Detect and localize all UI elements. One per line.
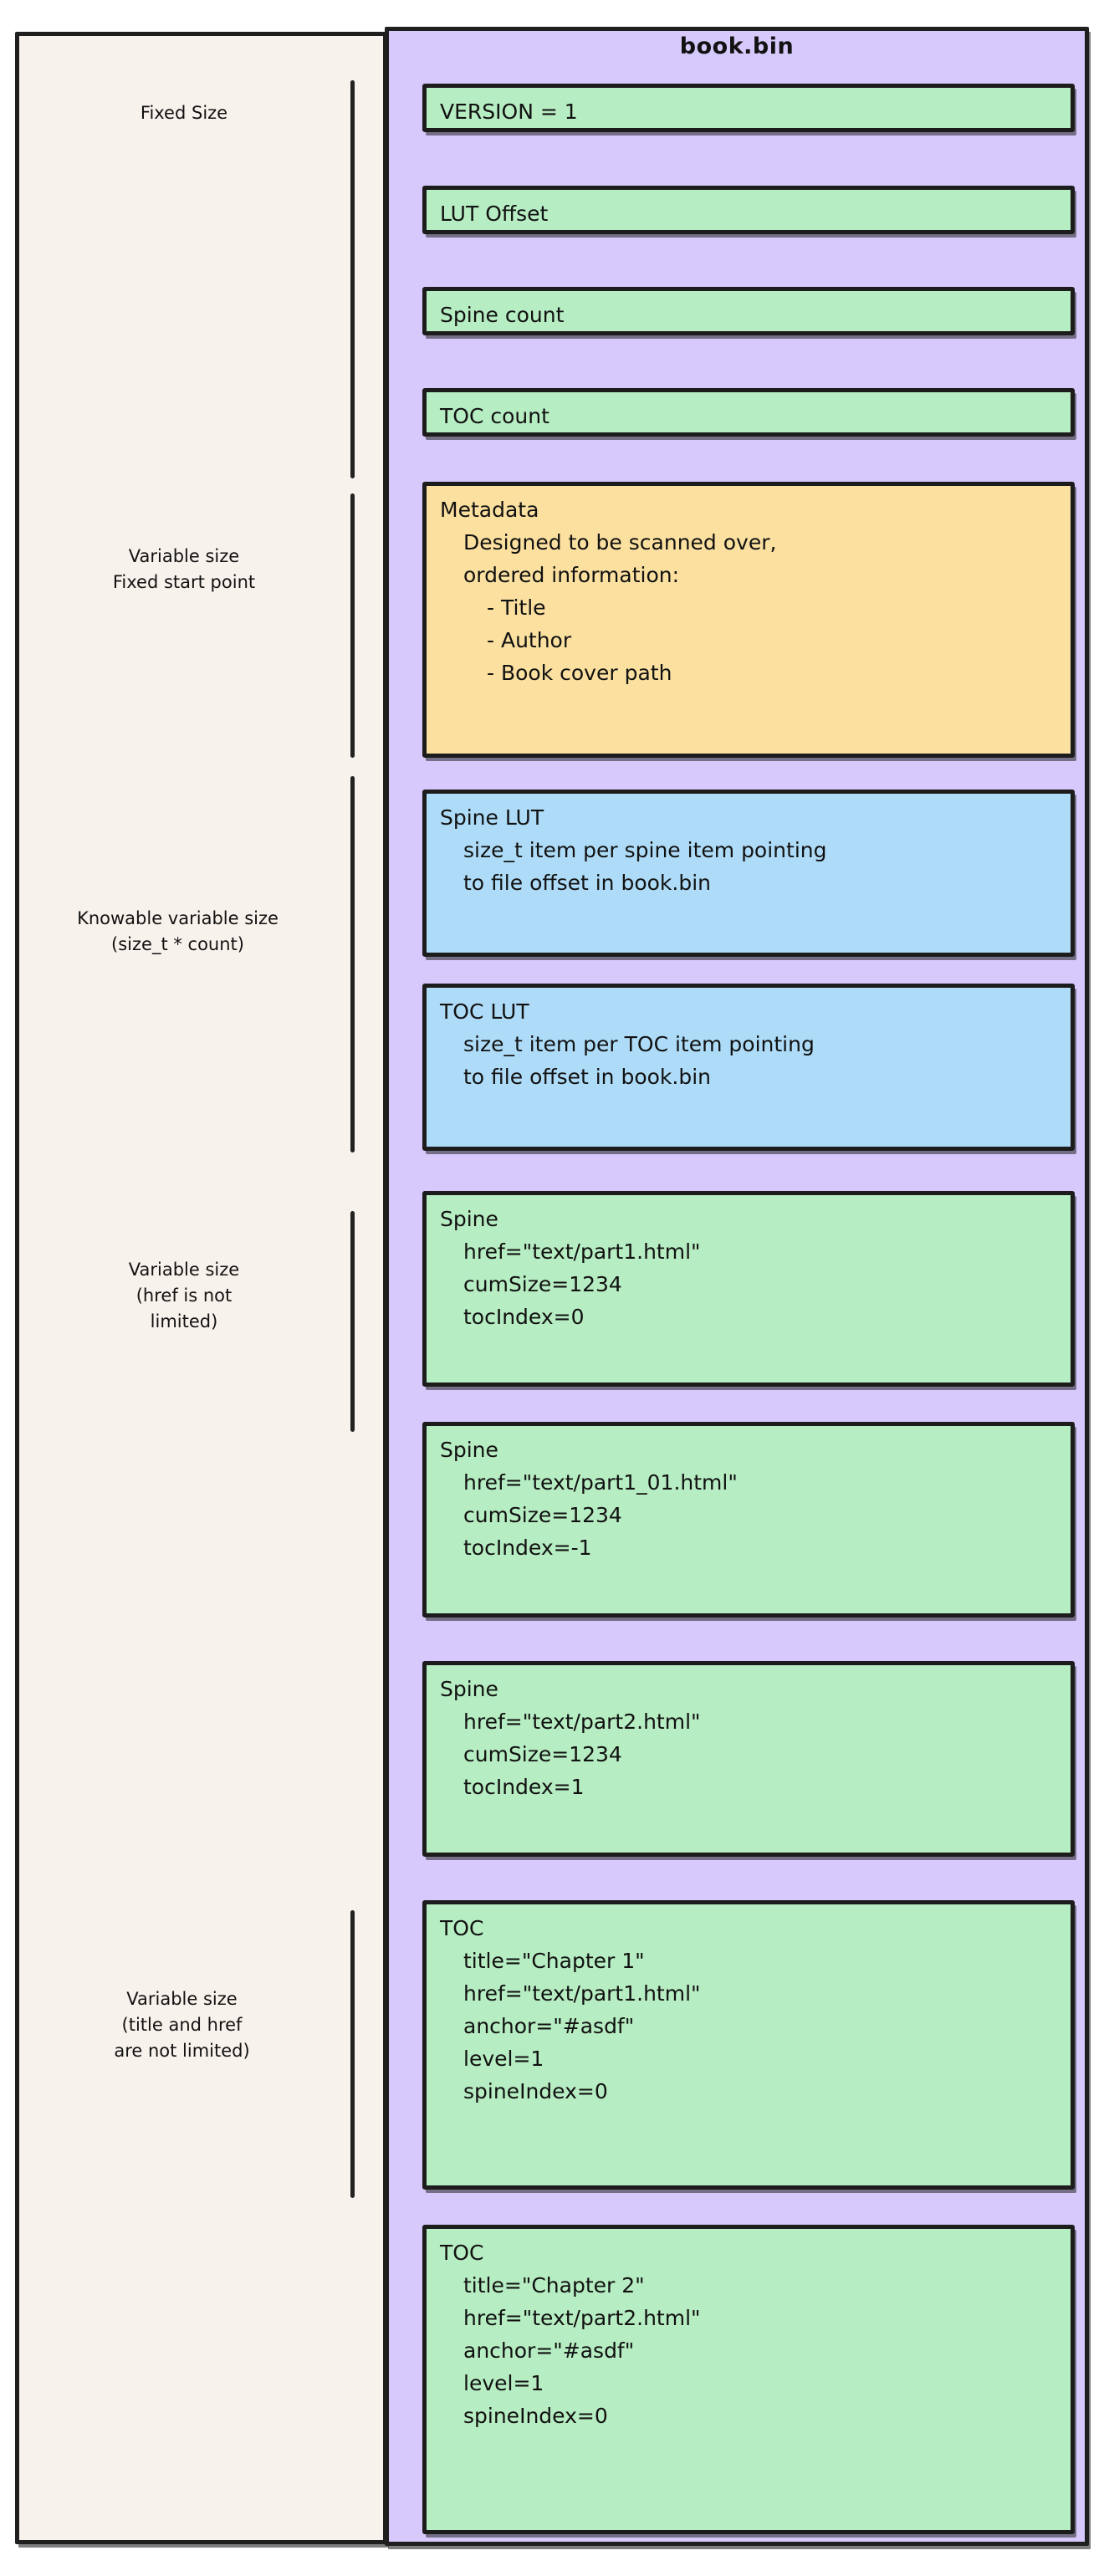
record-field-toc-lut-1: to file offset in book.bin: [463, 1065, 712, 1089]
record-field-toc-1-1: href="text/part1.html": [463, 1981, 701, 2006]
record-box-lut-offset: LUT Offset: [422, 186, 1075, 234]
record-field-spine-3-0: href="text/part2.html": [463, 1710, 701, 1734]
record-field-toc-1-0: title="Chapter 1": [463, 1949, 645, 1973]
bracket-knowable-variable-size: [350, 776, 355, 1153]
record-box-toc-2: TOC title="Chapter 2" href="text/part2.htm…: [422, 2225, 1075, 2534]
record-field-spine-1-2: tocIndex=0: [463, 1305, 585, 1329]
record-field-spine-2-2: tocIndex=-1: [463, 1536, 592, 1560]
record-box-spine-lut: Spine LUT size_t item per spine item poin…: [422, 790, 1075, 957]
record-field-spine-3-1: cumSize=1234: [463, 1742, 622, 1766]
record-field-spine-lut-0: size_t item per spine item pointing: [463, 838, 827, 862]
record-title-spine-2: Spine: [440, 1438, 498, 1462]
record-title-toc-2: TOC: [440, 2241, 484, 2265]
record-box-spine-count: Spine count: [422, 287, 1075, 335]
bracket-variable-fixed-start: [350, 493, 355, 758]
record-title-spine-3: Spine: [440, 1677, 498, 1701]
record-title-version: VERSION = 1: [440, 100, 578, 124]
section-label-variable-size-href: Variable size (href is not limited): [128, 1260, 240, 1331]
record-box-spine-2: Spine href="text/part1_01.html" cumSize=12…: [422, 1422, 1075, 1618]
record-field-toc-1-3: level=1: [463, 2047, 544, 2071]
record-box-toc-count: TOC count: [422, 388, 1075, 437]
record-box-spine-3: Spine href="text/part2.html" cumSize=1234 t…: [422, 1661, 1075, 1857]
record-field-toc-lut-0: size_t item per TOC item pointing: [463, 1032, 815, 1056]
bracket-variable-size-title-href: [350, 1910, 355, 2198]
record-field-spine-2-0: href="text/part1_01.html": [463, 1470, 738, 1495]
record-box-toc-lut: TOC LUT size_t item per TOC item pointing…: [422, 984, 1075, 1151]
record-box-toc-1: TOC title="Chapter 1" href="text/part1.htm…: [422, 1900, 1075, 2190]
record-title-toc-lut: TOC LUT: [440, 999, 529, 1024]
record-field-toc-2-3: level=1: [463, 2371, 544, 2395]
record-title-lut-offset: LUT Offset: [440, 202, 549, 226]
record-box-version: VERSION = 1: [422, 84, 1075, 132]
section-label-knowable-variable-size: Knowable variable size (size_t * count): [77, 908, 279, 954]
record-title-metadata: Metadata: [440, 498, 539, 522]
record-field-spine-1-0: href="text/part1.html": [463, 1239, 701, 1264]
record-field-spine-lut-1: to file offset in book.bin: [463, 871, 712, 895]
bracket-fixed-size: [350, 80, 355, 478]
legend-panel: [15, 32, 387, 2544]
record-title-spine-count: Spine count: [440, 303, 565, 327]
record-field-toc-2-1: href="text/part2.html": [463, 2306, 701, 2330]
section-label-fixed-size: Fixed Size: [140, 103, 228, 123]
record-field-spine-2-1: cumSize=1234: [463, 1503, 622, 1527]
record-title-toc-1: TOC: [440, 1916, 484, 1940]
record-field-metadata-1: ordered information:: [463, 563, 680, 587]
record-field-toc-1-4: spineIndex=0: [463, 2079, 608, 2103]
record-field-metadata-3: - Author: [487, 628, 572, 652]
bracket-variable-size-href: [350, 1211, 355, 1432]
section-label-variable-size-title-href: Variable size (title and href are not li…: [114, 1989, 250, 2061]
record-field-toc-2-0: title="Chapter 2": [463, 2273, 645, 2297]
record-field-spine-3-2: tocIndex=1: [463, 1775, 585, 1799]
record-title-spine-1: Spine: [440, 1207, 498, 1231]
record-title-spine-lut: Spine LUT: [440, 805, 544, 830]
record-field-toc-1-2: anchor="#asdf": [463, 2014, 635, 2038]
record-field-toc-2-4: spineIndex=0: [463, 2404, 608, 2428]
file-title: book.bin: [679, 33, 795, 59]
record-title-toc-count: TOC count: [440, 404, 549, 428]
record-field-metadata-2: - Title: [487, 595, 546, 620]
record-field-metadata-0: Designed to be scanned over,: [463, 530, 777, 555]
record-field-toc-2-2: anchor="#asdf": [463, 2338, 635, 2363]
section-label-variable-fixed-start: Variable size Fixed start point: [112, 546, 256, 592]
record-box-spine-1: Spine href="text/part1.html" cumSize=1234 t…: [422, 1191, 1075, 1387]
record-field-spine-1-1: cumSize=1234: [463, 1272, 622, 1296]
record-field-metadata-4: - Book cover path: [487, 661, 672, 685]
